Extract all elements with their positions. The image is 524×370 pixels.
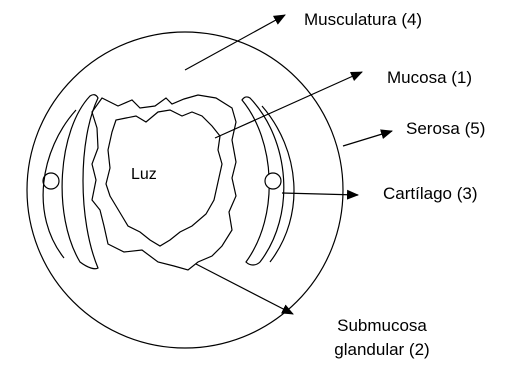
label-serosa: Serosa (5): [406, 119, 485, 139]
label-luz: Luz: [131, 165, 157, 185]
arrow-submucosa: [196, 264, 293, 314]
arrow-mucosa: [215, 72, 362, 138]
arrow-musculatura: [185, 15, 285, 70]
label-musculatura: Musculatura (4): [304, 10, 422, 30]
label-cartilago: Cartílago (3): [383, 184, 477, 204]
arrow-serosa: [343, 131, 392, 146]
label-submucosa-line2: glandular (2): [320, 340, 444, 360]
label-submucosa-line1: Submucosa: [332, 316, 432, 336]
serosa-outer-ring: [27, 32, 343, 348]
cartilage-right-node: [265, 173, 281, 189]
mucosa-lumen-outline: [106, 110, 222, 246]
label-mucosa: Mucosa (1): [387, 68, 472, 88]
cartilage-left-node: [43, 173, 59, 189]
